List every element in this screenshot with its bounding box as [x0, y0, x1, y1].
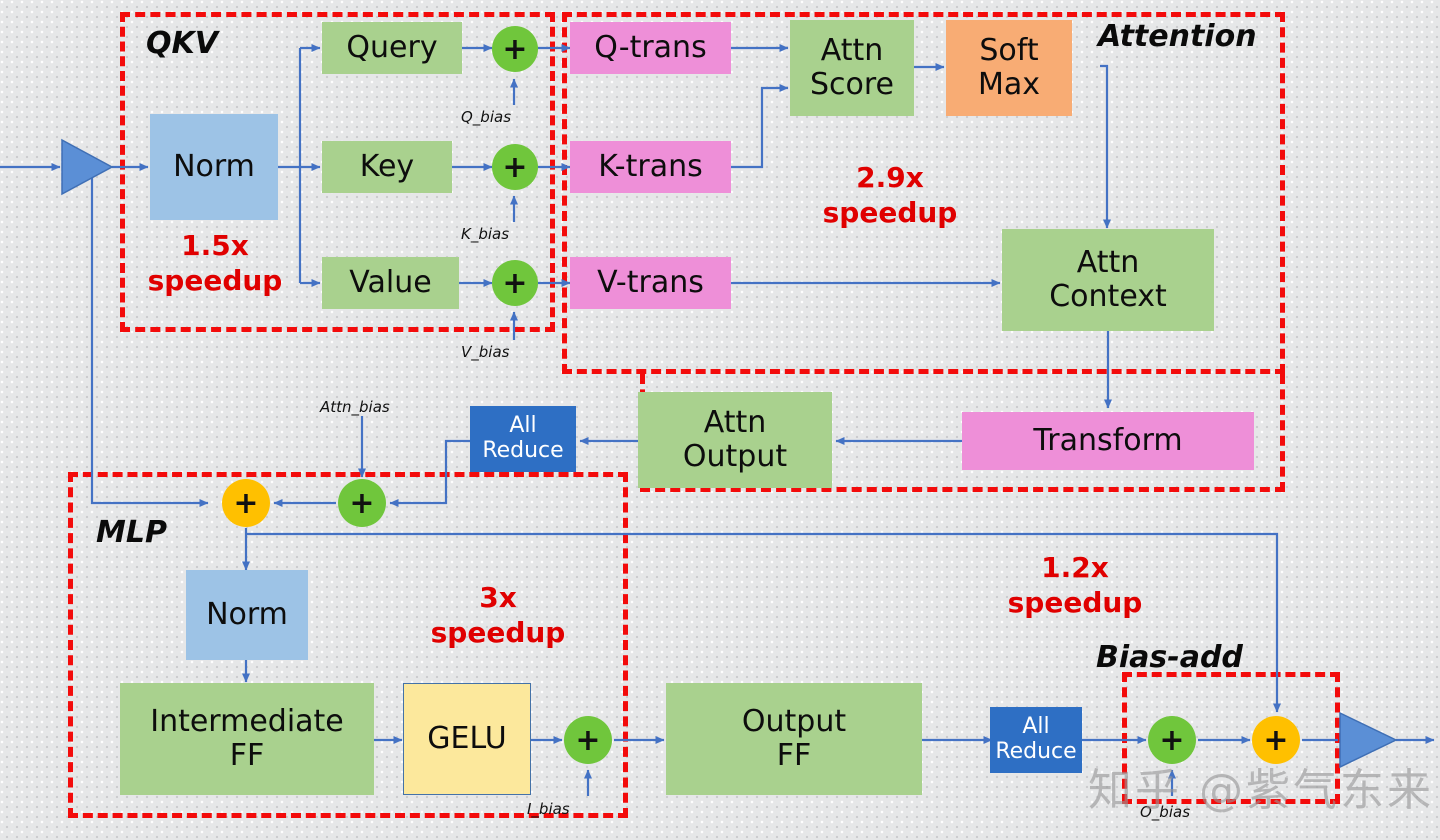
- node-attn-score[interactable]: Attn Score: [790, 20, 914, 116]
- plus-node-k-bias[interactable]: +: [492, 144, 538, 190]
- node-norm-mlp[interactable]: Norm: [186, 570, 308, 660]
- label-k-bias: K_bias: [461, 225, 510, 243]
- node-softmax[interactable]: Soft Max: [946, 20, 1072, 116]
- plus-node-i-bias[interactable]: +: [564, 716, 612, 764]
- node-intermediate-ff[interactable]: Intermediate FF: [120, 683, 374, 795]
- plus-node-q-bias[interactable]: +: [492, 26, 538, 72]
- group-label-qkv: QKV: [146, 26, 218, 61]
- speedup-qkv: 1.5x speedup: [147, 229, 283, 297]
- node-norm-attn[interactable]: Norm: [150, 114, 278, 220]
- node-query[interactable]: Query: [322, 22, 462, 74]
- watermark: 知乎 @紫气东来: [1088, 765, 1434, 816]
- speedup-biasadd: 1.2x speedup: [1007, 551, 1143, 619]
- speedup-attention: 2.9x speedup: [822, 161, 958, 229]
- input-triangle-marker: [61, 138, 114, 196]
- group-label-biasadd: Bias-add: [1096, 640, 1243, 675]
- speedup-mlp: 3x speedup: [430, 581, 566, 649]
- node-q-trans[interactable]: Q-trans: [570, 22, 731, 74]
- plus-node-v-bias[interactable]: +: [492, 260, 538, 306]
- plus-node-o-bias[interactable]: +: [1148, 716, 1196, 764]
- plus-node-final[interactable]: +: [1252, 716, 1300, 764]
- label-i-bias: I_bias: [527, 800, 570, 818]
- node-gelu[interactable]: GELU: [403, 683, 531, 795]
- node-all-reduce-attn[interactable]: All Reduce: [470, 406, 576, 472]
- node-output-ff[interactable]: Output FF: [666, 683, 922, 795]
- label-attn-bias: Attn_bias: [320, 398, 390, 416]
- node-attn-output[interactable]: Attn Output: [638, 392, 832, 488]
- node-key[interactable]: Key: [322, 141, 452, 193]
- node-all-reduce-mlp[interactable]: All Reduce: [990, 707, 1082, 773]
- group-frame-attention: [562, 12, 1285, 374]
- plus-node-residual[interactable]: +: [222, 479, 270, 527]
- node-attn-context[interactable]: Attn Context: [1002, 229, 1214, 331]
- node-transform[interactable]: Transform: [962, 412, 1254, 470]
- node-k-trans[interactable]: K-trans: [570, 141, 731, 193]
- group-label-attention: Attention: [1098, 19, 1257, 54]
- group-label-mlp: MLP: [96, 515, 167, 550]
- node-value[interactable]: Value: [322, 257, 459, 309]
- label-v-bias: V_bias: [461, 343, 510, 361]
- plus-node-attn-bias[interactable]: +: [338, 479, 386, 527]
- label-q-bias: Q_bias: [461, 108, 512, 126]
- label-o-bias: O_bias: [1140, 803, 1191, 821]
- node-v-trans[interactable]: V-trans: [570, 257, 731, 309]
